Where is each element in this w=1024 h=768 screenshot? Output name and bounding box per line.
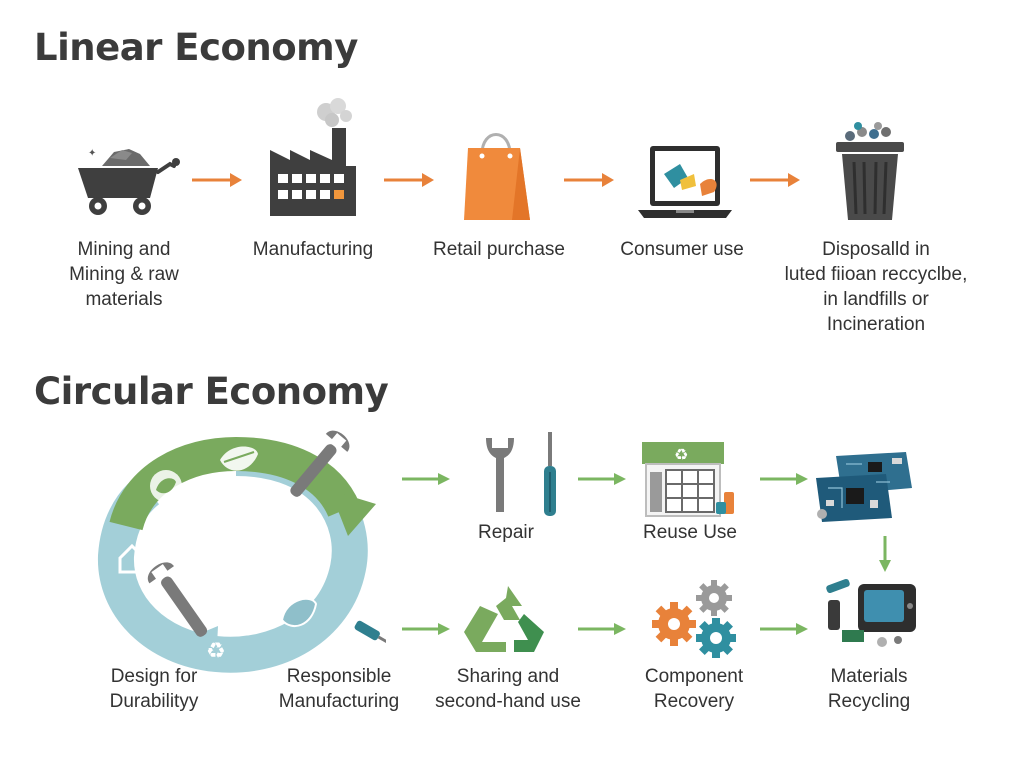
linear-step-label: Disposalld in luted fiioan reccyclbe, in… (784, 239, 968, 335)
circular-step-label: Component Recovery (644, 666, 744, 712)
circular-arrow-5 (578, 623, 626, 635)
store-icon: ♻ (642, 442, 734, 517)
svg-text:✦: ✦ (88, 148, 96, 159)
linear-step-label: Manufacturing (252, 239, 374, 260)
electronics-icon (826, 578, 916, 647)
circular-cycle-diagram: ♻ (97, 430, 386, 673)
linear-economy-title: Linear Economy (34, 26, 358, 69)
linear-step-label: Consumer use (620, 239, 744, 260)
circular-step-label: Repair (478, 522, 534, 543)
linear-step-label: Retail purchase (432, 239, 566, 260)
mining-cart-icon: ✦ (78, 148, 180, 215)
cycle-label-design: Design for Durabilityy (109, 666, 199, 712)
cycle-label-manufacturing: Responsible Manufacturing (278, 666, 400, 712)
svg-text:♻: ♻ (206, 639, 226, 664)
circular-arrow-6 (760, 623, 808, 635)
circular-step-label: Materials Recycling (827, 666, 911, 712)
circular-economy-title: Circular Economy (34, 370, 389, 413)
circular-step-label: Sharing and second-hand use (435, 666, 581, 712)
tools-icon (486, 432, 556, 516)
linear-step-label: Mining and Mining & raw materials (69, 239, 179, 310)
circular-arrow-down (879, 536, 891, 572)
gears-icon (652, 580, 736, 658)
laptop-icon (638, 146, 732, 218)
circuit-board-icon (816, 452, 912, 522)
svg-text:♻: ♻ (674, 445, 688, 464)
recycle-icon (464, 586, 544, 652)
linear-arrow-2 (384, 173, 434, 187)
circular-arrow-1 (402, 473, 450, 485)
linear-arrow-3 (564, 173, 614, 187)
linear-arrow-4 (750, 173, 800, 187)
linear-arrow-1 (192, 173, 242, 187)
trash-can-icon (836, 122, 904, 220)
factory-icon (270, 98, 356, 216)
circular-arrow-4 (402, 623, 450, 635)
circular-arrow-3 (760, 473, 808, 485)
circular-arrow-2 (578, 473, 626, 485)
circular-step-label: Reuse Use (643, 522, 737, 543)
shopping-bag-icon (464, 133, 530, 220)
